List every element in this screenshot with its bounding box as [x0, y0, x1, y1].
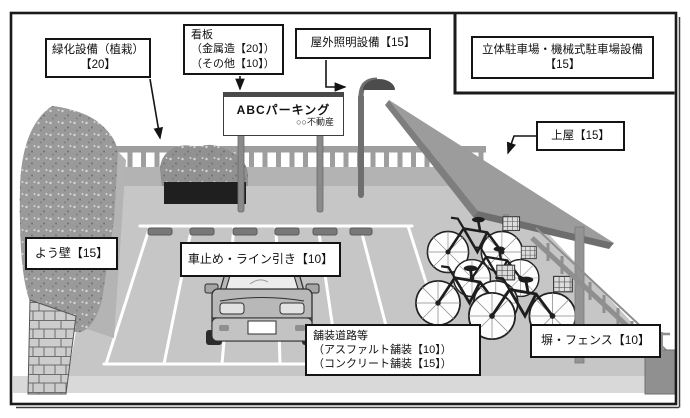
label-fence: 塀・フェンス【10】: [530, 324, 661, 358]
label-multistory-parking: 立体駐車場・機械式駐車場設備 【15】: [471, 36, 654, 79]
label-signboard: 看板 （金属造【20】） （その他【10】）: [183, 24, 284, 75]
label-outdoor-lighting: 屋外照明設備【15】: [295, 28, 431, 59]
sign-subtitle: ○○不動産: [296, 117, 334, 128]
hedge: [19, 106, 126, 338]
leader-arrows: [149, 60, 536, 155]
corner-bracket: [453, 14, 675, 95]
sign-posts: [237, 129, 324, 213]
parking-signboard: ABCパーキング ○○不動産: [223, 92, 344, 136]
label-paving: 舗装道路等 （アスファルト舗装【10】） （コンクリート舗装【15】）: [305, 324, 481, 376]
canopy-front-post: [574, 226, 585, 364]
label-greening: 緑化設備（植栽） 【20】: [45, 38, 151, 78]
front-road-strip: [13, 376, 676, 393]
label-canopy: 上屋【15】: [536, 121, 625, 151]
planter-box: [164, 182, 246, 204]
sign-title: ABCパーキング: [236, 103, 331, 117]
frame-border: [9, 11, 681, 409]
label-retaining-wall: よう壁【15】: [25, 237, 118, 270]
arrow-canopy: [506, 135, 536, 155]
planting-shrub: [160, 144, 248, 204]
wheel-stops: [147, 227, 373, 236]
label-wheel-stop-lines: 車止め・ライン引き【10】: [180, 242, 341, 277]
retaining-brick-wall: [27, 299, 77, 395]
arrow-lighting: [325, 60, 347, 92]
arrow-greening: [149, 78, 163, 140]
license-plate: [247, 320, 277, 335]
street-lamp: [358, 77, 395, 198]
